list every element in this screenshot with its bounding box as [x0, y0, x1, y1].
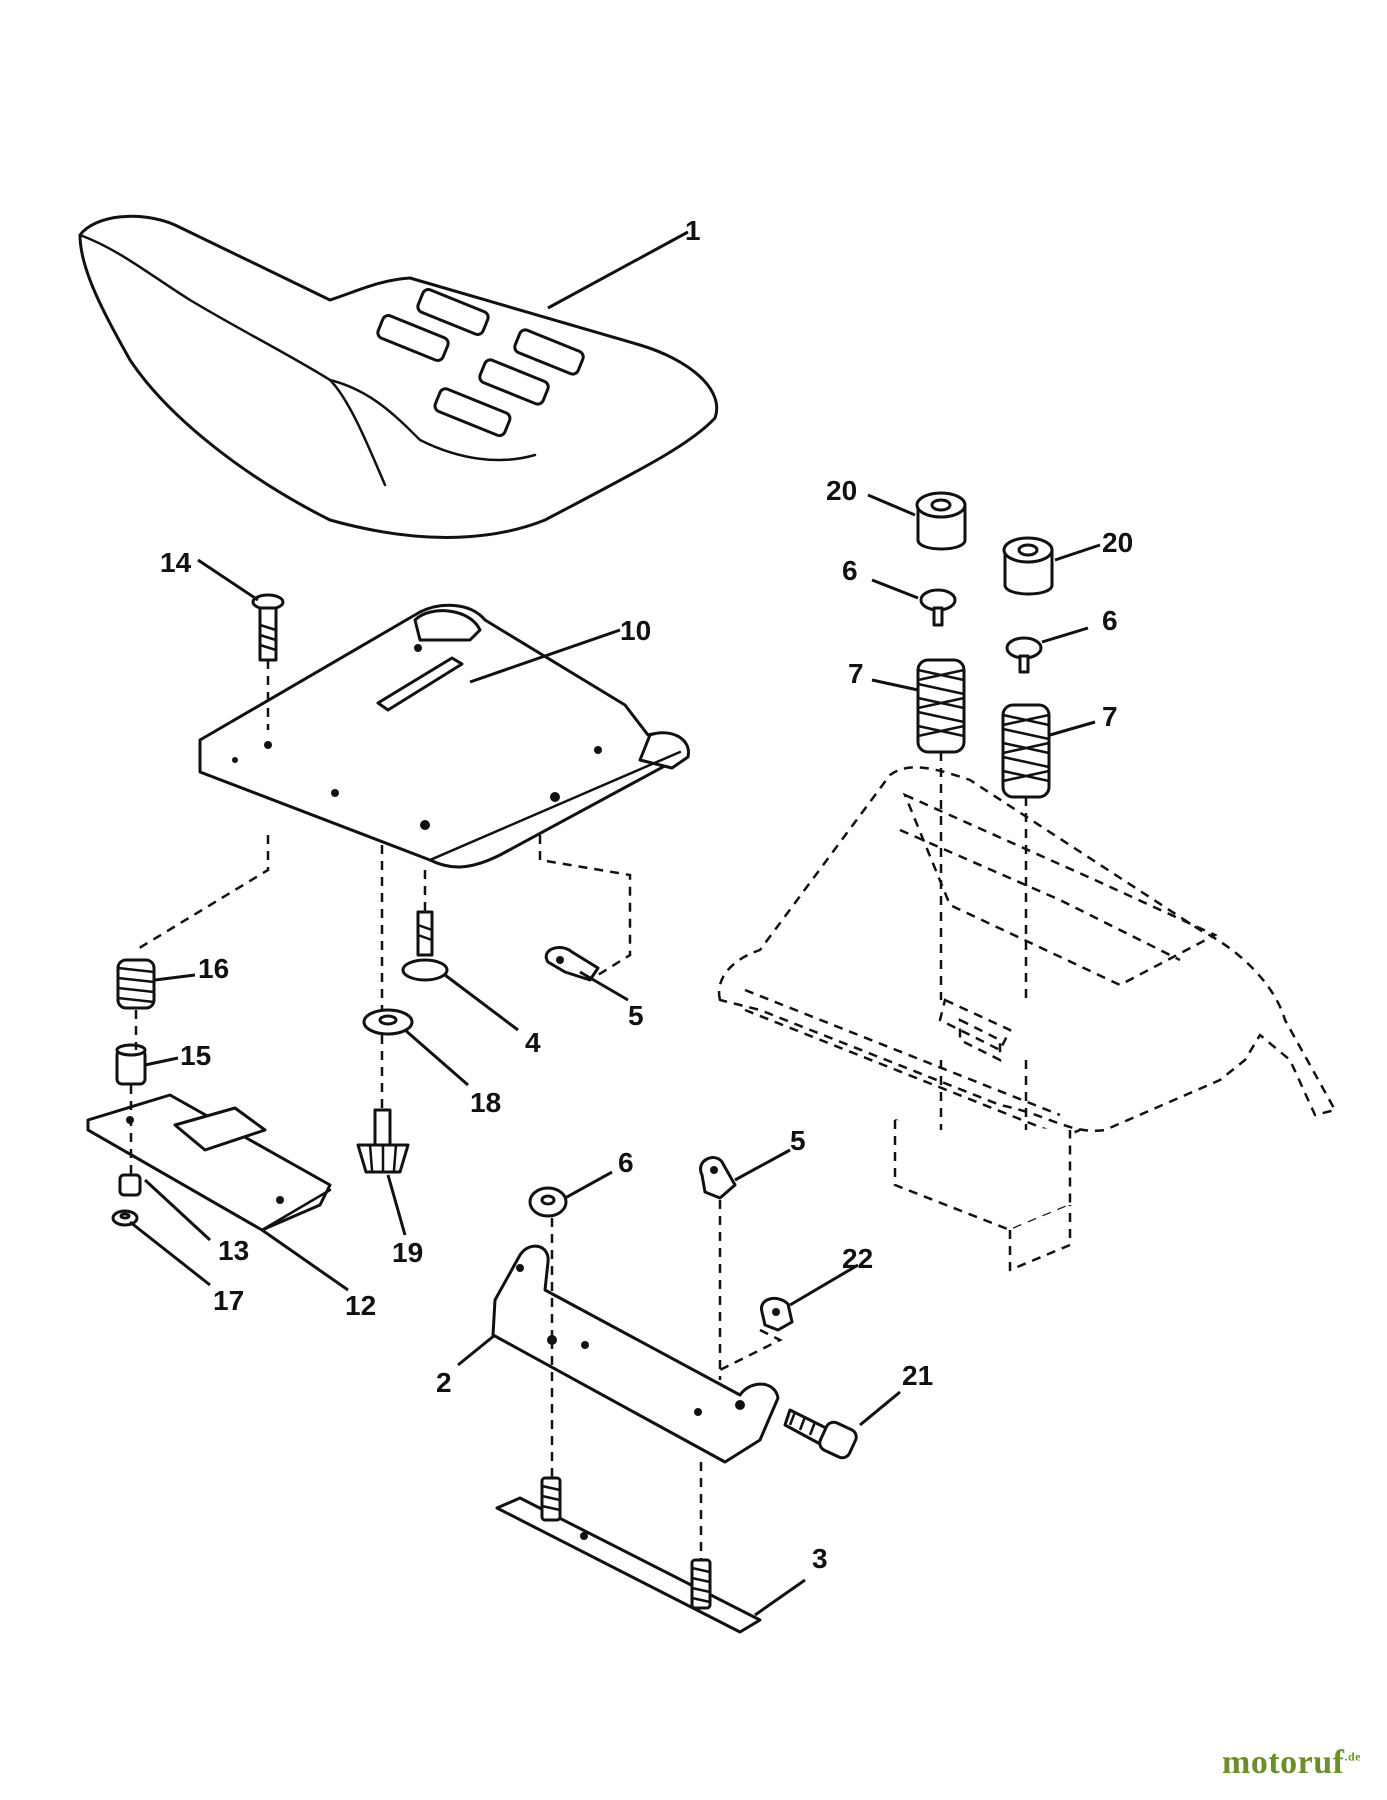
washer-17: [111, 1209, 139, 1227]
callout-6-lower: 6: [618, 1147, 634, 1178]
nut-6-lower: [528, 1186, 568, 1218]
knob-19: [356, 1108, 410, 1174]
base-plate-3: [495, 1476, 762, 1634]
washer-18: [362, 1008, 414, 1036]
callout-7-right: 7: [1102, 701, 1118, 732]
callout-7-left: 7: [848, 658, 864, 689]
callout-21: 21: [902, 1360, 933, 1391]
callout-20-right: 20: [1102, 527, 1133, 558]
callout-18: 18: [470, 1087, 501, 1118]
callout-numbers: 1 10 14 16 15 13 17 12 4 18 19 5 6 5 22 …: [160, 215, 1133, 1574]
callout-14: 14: [160, 547, 192, 578]
callout-19: 19: [392, 1237, 423, 1268]
callout-6-upper-left: 6: [842, 555, 858, 586]
callout-16: 16: [198, 953, 229, 984]
bolt-4: [401, 910, 449, 982]
spring-7-right: [1001, 703, 1051, 799]
leader-lines: [129, 230, 1101, 1617]
callout-12: 12: [345, 1290, 376, 1321]
callout-3: 3: [812, 1543, 828, 1574]
fender-ghost: [717, 766, 1337, 1272]
bushing-20-left: [915, 491, 967, 551]
clip-5-lower: [699, 1156, 737, 1200]
callout-6-upper-right: 6: [1102, 605, 1118, 636]
seat-pan: [198, 603, 690, 869]
callout-10: 10: [620, 615, 651, 646]
callout-15: 15: [180, 1040, 211, 1071]
watermark-brand: motoruf: [1222, 1744, 1345, 1781]
callout-17: 17: [213, 1285, 244, 1316]
callout-5-upper: 5: [628, 1000, 644, 1031]
screw-6-left: [919, 588, 957, 627]
spring-7-left: [916, 658, 966, 754]
callout-1: 1: [685, 215, 701, 246]
callout-22: 22: [842, 1243, 873, 1274]
bushing-15: [115, 1043, 147, 1086]
callout-2: 2: [436, 1367, 452, 1398]
nut-22: [760, 1296, 794, 1332]
pivot-bracket-2: [491, 1244, 780, 1464]
spring-16: [116, 958, 156, 1010]
bolt-14: [251, 593, 285, 662]
bolt-21: [783, 1408, 858, 1460]
bushing-13: [118, 1173, 142, 1197]
clip-5-upper: [544, 946, 600, 982]
watermark-suffix: .de: [1344, 1749, 1361, 1764]
callout-5-lower: 5: [790, 1125, 806, 1156]
callout-13: 13: [218, 1235, 249, 1266]
callout-20-left: 20: [826, 475, 857, 506]
screw-6-right: [1005, 636, 1043, 674]
callout-4: 4: [525, 1027, 541, 1058]
seat: [78, 214, 719, 539]
bushing-20-right: [1002, 536, 1054, 596]
alignment-lines: [129, 660, 1028, 1560]
watermark-logo: motoruf.de: [1222, 1744, 1361, 1782]
